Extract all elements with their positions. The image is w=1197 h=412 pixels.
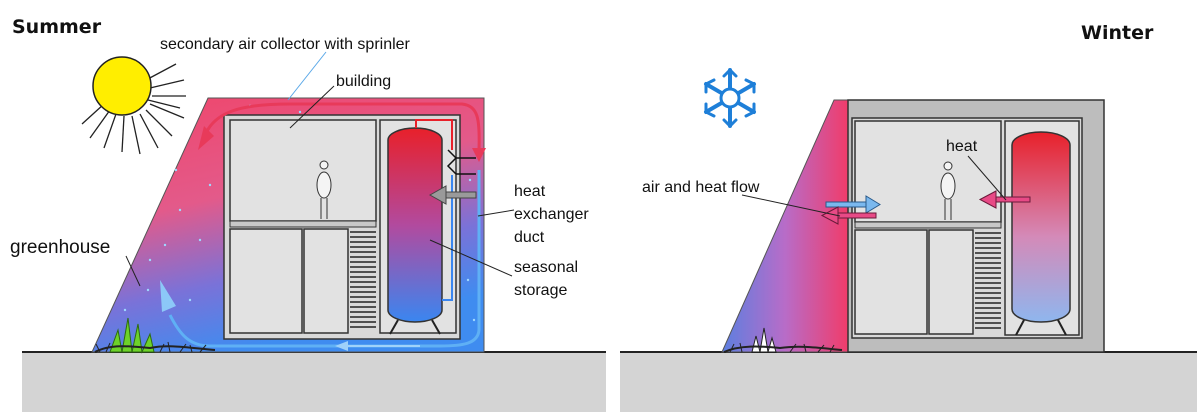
air-flow-arrow-into-building <box>825 195 881 214</box>
heat-exchanger-label-line3: duct <box>514 229 545 246</box>
greenhouse-label: greenhouse <box>10 237 111 258</box>
ground-slab-winter <box>620 352 1197 412</box>
tank-legs-winter <box>1015 319 1067 336</box>
floor-slab-summer <box>229 220 377 228</box>
heat-exchanger-label-line2: exchanger <box>514 206 589 223</box>
greenhouse-envelope-winter <box>721 99 849 353</box>
floor-slab-winter <box>854 221 1002 229</box>
heat-exchange-arrow-summer <box>428 185 477 205</box>
tank-legs-summer <box>389 319 441 335</box>
seasonal-storage-tank-winter <box>1011 131 1071 323</box>
cold-pipe-summer <box>442 175 453 301</box>
grass-icon-winter <box>723 327 843 353</box>
lower-room-right-summer <box>303 228 349 334</box>
lower-room-left-winter <box>854 229 928 335</box>
seasonal-storage-tank-summer <box>387 127 443 323</box>
warm-air-flow-arrowhead-down <box>472 148 486 162</box>
sprinkler-droplets <box>123 104 476 322</box>
secondary-air-collector-label: secondary air collector with sprinler <box>160 36 410 53</box>
seasonal-storage-label-line1: seasonal <box>514 259 579 276</box>
seasonal-storage-label-line2: storage <box>514 282 568 299</box>
summer-panel <box>22 51 606 412</box>
snowflake-icon <box>704 67 756 129</box>
summer-title: Summer <box>12 16 102 38</box>
person-icon-winter <box>940 161 956 220</box>
cool-air-flow-arrowhead-up <box>160 280 176 312</box>
air-and-heat-flow-label: air and heat flow <box>642 179 760 196</box>
lower-room-right-winter <box>928 229 974 335</box>
cool-air-flow-arrowhead-mid <box>335 341 348 351</box>
grass-icon-summer <box>94 317 216 354</box>
leader-lines-winter <box>741 155 1007 217</box>
winter-panel <box>620 67 1197 412</box>
valve-icon-summer <box>446 149 476 175</box>
heat-arrow-from-tank <box>978 190 1031 209</box>
heat-label-winter: heat <box>946 138 978 155</box>
hot-pipe-summer <box>415 119 453 150</box>
upper-room-summer <box>229 119 377 222</box>
ground-slab-summer <box>22 352 606 412</box>
warm-air-flow-top-arrow <box>203 102 481 151</box>
person-icon-summer <box>316 160 332 219</box>
heat-exchanger-fins-winter <box>975 232 1001 329</box>
sun-icon <box>81 56 186 155</box>
warm-air-flow-arrowhead-left <box>198 126 214 150</box>
building-label: building <box>336 73 392 90</box>
lower-room-left-summer <box>229 228 303 334</box>
winter-title: Winter <box>1081 22 1154 44</box>
leader-lines-summer <box>125 51 515 287</box>
heat-exchanger-label-line1: heat <box>514 183 546 200</box>
cool-air-flow-bottom-arrow <box>168 170 481 348</box>
heat-exchanger-fins-summer <box>350 231 376 328</box>
